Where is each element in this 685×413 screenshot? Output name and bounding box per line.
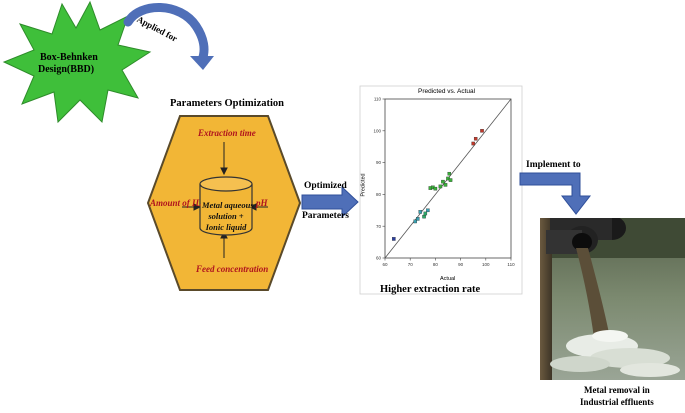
param-ph: pH	[256, 198, 268, 208]
scatter-point	[438, 184, 443, 189]
chart-group: 60 70 80 90 100 110 60 70 80 90 100 110	[359, 85, 523, 295]
scatter-point	[418, 210, 423, 214]
x-tick-label: 90	[458, 262, 464, 267]
y-tick-label: 60	[376, 256, 382, 261]
scatter-point	[423, 211, 428, 216]
y-tick-label: 110	[374, 97, 382, 102]
scatter-point	[471, 141, 475, 146]
chart-caption: Higher extraction rate	[380, 284, 481, 295]
scatter-point	[416, 217, 420, 221]
optimized-label-1: Optimized	[304, 181, 347, 191]
param-feed-concentration: Feed concentration	[196, 264, 269, 274]
applied-for-arrowhead	[190, 56, 214, 70]
cylinder-text-3: Ionic liquid	[205, 222, 247, 232]
param-extraction-time: Extraction time	[198, 128, 256, 138]
x-tick-label: 70	[408, 262, 414, 267]
cylinder-text-1: Metal aqueous	[202, 200, 254, 210]
scatter-point	[448, 178, 453, 182]
scatter-point	[426, 208, 430, 213]
chart-ylabel: Predicted	[360, 173, 367, 197]
scatter-point	[413, 219, 417, 224]
param-amount-il: Amount of IL	[150, 198, 202, 208]
cylinder-icon	[199, 176, 253, 236]
scatter-point	[392, 237, 396, 241]
scatter-point	[447, 171, 452, 176]
scatter-point	[480, 129, 484, 133]
optimized-label-2: Parameters	[302, 211, 349, 221]
implement-arrow	[519, 172, 592, 215]
x-tick-label: 80	[433, 262, 439, 267]
implement-label: Implement to	[526, 160, 581, 170]
x-tick-label: 110	[507, 262, 515, 267]
photo-caption-2: Industrial effluents	[580, 397, 654, 407]
scatter-point	[443, 183, 448, 187]
x-tick-label: 100	[482, 262, 490, 267]
cylinder-text-2: solution +	[208, 211, 244, 221]
bbd-star	[2, 0, 152, 124]
chart-title: Predicted vs. Actual	[418, 88, 476, 95]
y-tick-label: 100	[373, 128, 381, 133]
applied-for-arrow	[123, 3, 209, 65]
scatter-point	[441, 179, 445, 184]
star-label-line1: Box-Behnken	[40, 52, 98, 63]
x-tick-label: 60	[382, 262, 388, 267]
optimized-arrow	[301, 185, 359, 219]
scatter-point	[473, 136, 478, 141]
y-tick-label: 70	[376, 224, 382, 229]
scatter-point	[422, 214, 426, 219]
chart-xlabel: Actual	[440, 276, 456, 282]
y-tick-label: 90	[376, 160, 382, 165]
photo-caption-1: Metal removal in	[584, 385, 650, 395]
industrial-effluent-photo	[540, 218, 685, 380]
hexagon-title: Parameters Optimization	[170, 98, 285, 109]
star-label-line2: Design(BBD)	[38, 64, 95, 75]
y-tick-label: 80	[376, 192, 382, 197]
scatter-point	[433, 186, 438, 191]
